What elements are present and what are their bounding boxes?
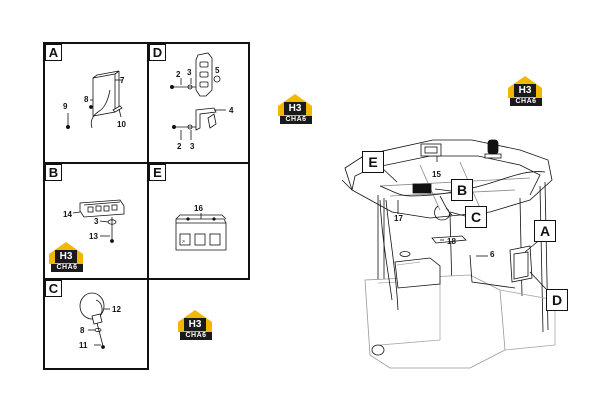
callout-main-17: 17 bbox=[394, 214, 403, 223]
logo-mark: H3 bbox=[184, 318, 206, 331]
logo-mark: H3 bbox=[55, 250, 77, 263]
tag-main-e: E bbox=[362, 151, 384, 173]
callout-d-5: 5 bbox=[215, 66, 220, 75]
panel-c-frame bbox=[43, 278, 149, 370]
panel-b-drawing bbox=[72, 199, 125, 243]
callout-main-18: 18 bbox=[447, 237, 456, 246]
logo-mark: H3 bbox=[514, 84, 536, 97]
logo-text: CHA6 bbox=[280, 116, 312, 124]
tag-main-d: D bbox=[546, 289, 568, 311]
logo-bottom-center: H3 CHA6 bbox=[176, 308, 214, 342]
logo-top-right: H3 CHA6 bbox=[506, 74, 544, 108]
tag-main-c: C bbox=[465, 206, 487, 228]
callout-a-9: 9 bbox=[63, 102, 68, 111]
callout-c-8: 8 bbox=[80, 326, 85, 335]
logo-mark: H3 bbox=[284, 102, 306, 115]
callout-c-11: 11 bbox=[79, 341, 88, 350]
callout-a-8: 8 bbox=[84, 95, 89, 104]
truck-cab-drawing bbox=[341, 139, 556, 369]
logo-text: CHA6 bbox=[51, 264, 83, 272]
callout-b-13: 13 bbox=[89, 232, 98, 241]
panel-d-drawing bbox=[169, 52, 226, 140]
tag-main-a: A bbox=[534, 220, 556, 242]
logo-panel-b: H3 CHA6 bbox=[47, 240, 85, 274]
callout-main-6: 6 bbox=[490, 250, 495, 259]
panel-c-drawing bbox=[79, 292, 110, 349]
callout-e-16: 16 bbox=[194, 204, 203, 213]
logo-mid-left: H3 CHA6 bbox=[276, 92, 314, 126]
panel-d-letter: D bbox=[149, 44, 166, 61]
logo-text: CHA6 bbox=[180, 332, 212, 340]
callout-main-15: 15 bbox=[432, 170, 441, 179]
callout-d-3-top: 3 bbox=[187, 68, 192, 77]
callout-c-12: 12 bbox=[112, 305, 121, 314]
panel-a-letter: A bbox=[45, 44, 62, 61]
callout-d-4: 4 bbox=[229, 106, 234, 115]
panel-e-frame bbox=[147, 162, 250, 280]
panel-e-drawing: > bbox=[175, 213, 227, 251]
panel-e-letter: E bbox=[149, 164, 166, 181]
tag-main-b: B bbox=[451, 179, 473, 201]
callout-a-10: 10 bbox=[117, 120, 126, 129]
callout-a-7: 7 bbox=[120, 76, 125, 85]
logo-text: CHA6 bbox=[510, 98, 542, 106]
panel-b-letter: B bbox=[45, 164, 62, 181]
svg-text:>: > bbox=[182, 239, 185, 245]
panel-a-drawing bbox=[66, 70, 123, 130]
callout-d-2-bottom: 2 bbox=[177, 142, 182, 151]
callout-b-14: 14 bbox=[63, 210, 72, 219]
callout-d-2-top: 2 bbox=[176, 70, 181, 79]
callout-d-3-bottom: 3 bbox=[190, 142, 195, 151]
panel-c-letter: C bbox=[45, 280, 62, 297]
callout-b-3: 3 bbox=[94, 217, 99, 226]
